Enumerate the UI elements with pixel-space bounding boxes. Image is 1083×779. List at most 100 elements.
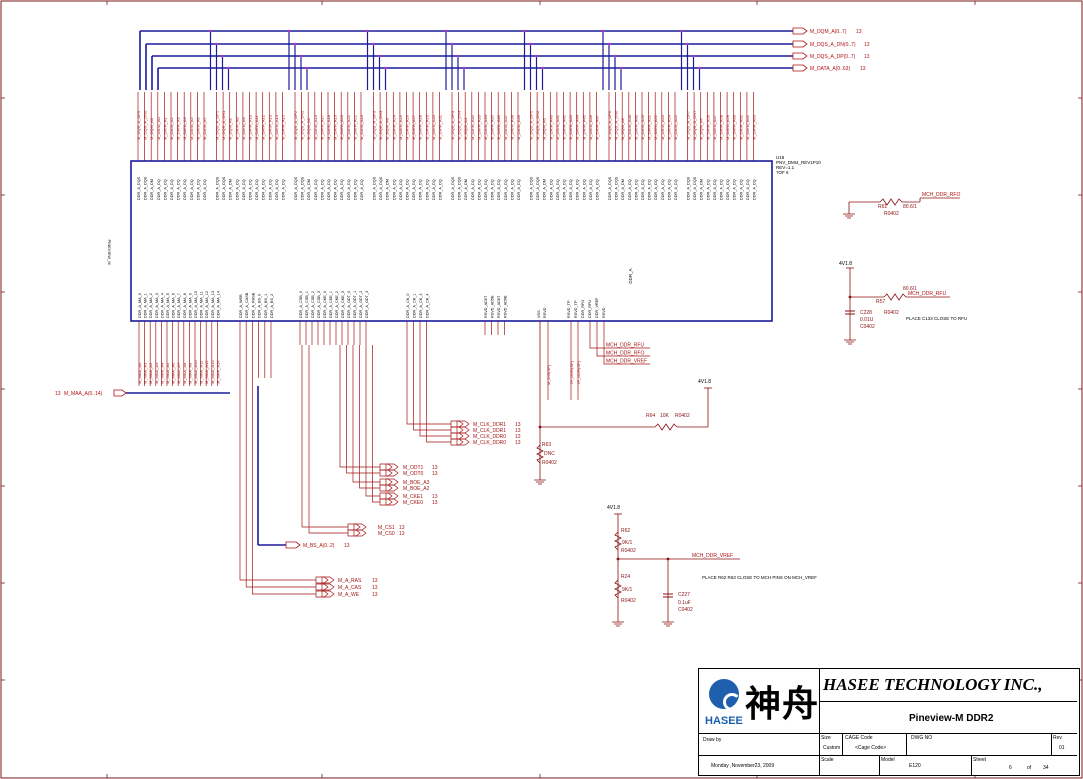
net-label: M_DATA_A6	[195, 116, 200, 140]
net-label: M_DATA_A50	[640, 114, 645, 140]
pin-name: DDR_A_DQ	[170, 179, 174, 200]
ground-symbol	[843, 213, 855, 219]
pin-name: DDR_A_CK_4	[426, 294, 430, 318]
r63-value: DNC	[544, 451, 555, 457]
pin-name: DDR_A_WEB	[239, 294, 243, 318]
bus-junction	[450, 42, 454, 46]
pin-name: DDR_A_DQ	[733, 179, 737, 200]
pin-name: DDR_RFO	[581, 300, 585, 318]
resistor-r61	[879, 198, 903, 206]
net-label: M_DQS_A_DN5	[535, 110, 540, 140]
bus-page: 13	[344, 543, 350, 549]
pin-name: DDR_A_DQS	[301, 176, 305, 200]
net-label: M_DATA_A32	[470, 114, 475, 140]
pin-name: DDR_A_DM	[386, 179, 390, 200]
model-label: Model	[881, 757, 895, 763]
pin-name: DDR_A_DQ	[412, 179, 416, 200]
bus-junction	[366, 29, 369, 33]
bus-page: 13	[864, 54, 870, 60]
pin-name: DDR_A_MA_9	[188, 293, 192, 318]
net-label: M_DQM_A5	[542, 117, 547, 140]
cs-wire	[308, 345, 348, 534]
net-label: M_DQM_A3	[385, 117, 390, 140]
pin-name: DDR_A_CKE_2	[335, 291, 339, 318]
document-title: Pineview-M DDR2	[909, 713, 994, 724]
pin-name: DDR_A_DQ	[406, 179, 410, 200]
sheet-of: of	[1027, 765, 1032, 771]
r64-r63-block: 4V1.8 R64 10K R0402 R63 DNC R0402	[534, 321, 712, 485]
pin-name: DDR_A_DQ	[320, 179, 324, 200]
top-bus-labels: M_DQM_A(0..7) 13 M_DQS_A_DN(0..7) 13 M_D…	[792, 27, 870, 72]
pin-name: DDR_A_DQ	[177, 179, 181, 200]
pin-name: DDR_A_DQ	[674, 179, 678, 200]
rfu-note: PLACE C133 CLOSE TO RFU	[906, 316, 967, 321]
wire-layer	[137, 92, 754, 595]
r61-net: MCH_DDR_RFO	[922, 192, 960, 198]
offpage-flag	[456, 426, 470, 434]
pin-name: DDR_A_CSB_3	[317, 291, 321, 318]
odt-wire	[365, 345, 380, 497]
net-label: M_DATA_A33	[476, 114, 481, 140]
date-value: Monday ,November23, 2009	[711, 763, 775, 769]
pin-name: DDR_A_DQS	[144, 176, 148, 200]
bus-junction	[215, 42, 218, 46]
bus-junction	[686, 42, 689, 46]
bus-junction	[305, 66, 309, 70]
net-label: M_MAA_A5	[165, 362, 170, 384]
net-label: M_DATA_A9	[241, 116, 246, 140]
bus-junction	[523, 29, 526, 33]
pin-name: DDR_A_CK_1	[413, 294, 417, 318]
bus-label: M_DQM_A(0..7)	[810, 29, 847, 35]
net-label: M_DATA_A12	[261, 114, 266, 140]
bus-junction	[209, 29, 212, 33]
pin-name: DDR_A_DQ	[268, 179, 272, 200]
net-label: M_CLK_DDR0	[473, 434, 506, 440]
clk-wire	[406, 321, 451, 425]
junction	[538, 425, 542, 429]
rfu-wire	[603, 321, 650, 365]
pin-name: DDR_A_DQS	[137, 176, 141, 200]
r63-pkg: R0402	[542, 460, 557, 466]
pin-name: DDR_A_DQS	[379, 176, 383, 200]
bus-label: M_DATA_A(0..63)	[810, 66, 850, 72]
pin-name: DDR_A_CKE_3	[341, 291, 345, 318]
net-label: M_DATA_A48	[627, 114, 632, 140]
junction	[848, 295, 852, 299]
net-page: 13	[432, 494, 438, 500]
size-value: Custom	[823, 745, 841, 751]
bus-junction	[613, 54, 617, 58]
rfu-wire	[596, 321, 650, 357]
pin-name: DDR_A_DQ	[491, 179, 495, 200]
pin-name: DDR_A_DQ	[425, 179, 429, 200]
pin-name: DDR_A_ODT_0	[347, 291, 351, 318]
net-label: M_DQS_A_DN0	[143, 110, 148, 140]
net-page: 13	[432, 500, 438, 506]
net-label: M_DATA_A53	[660, 114, 665, 140]
vref-block: 4V1.8 R62 9K/1 R0402 MCH_DDR_VREF R24 9K…	[607, 505, 817, 627]
pin-name: DDR_A_DQ	[275, 179, 279, 200]
net-label: M_MAA_A10	[193, 360, 198, 384]
pin-name: DDR_A_DM	[700, 179, 704, 200]
net-label: M_DATA_A54	[666, 114, 671, 140]
net-label: M_DATA_A25	[398, 114, 403, 140]
rev-label: Rev	[1053, 735, 1062, 741]
bus-page: 13	[856, 29, 862, 35]
r62-value: 9K/1	[622, 540, 633, 546]
bus-junction	[444, 29, 448, 33]
bus-label: M_BS_A(0..2)	[303, 543, 335, 549]
net-label: M_DATA_A15	[281, 114, 286, 140]
pin-name: DDR_A_DQ	[432, 179, 436, 200]
pin-name: DDR_A_DQS	[216, 176, 220, 200]
pin-name: DDR_A_MA_0	[138, 293, 142, 318]
offpage-flag	[385, 498, 399, 506]
bus-junction	[293, 42, 297, 46]
logo-english: HASEE	[705, 715, 743, 727]
bus-junction	[462, 66, 466, 70]
net-label: M_DATA_A28	[418, 114, 423, 140]
net-page: 13	[432, 471, 438, 477]
pin-name: DDR_A_DQ	[504, 179, 508, 200]
company-logo: 神舟 HASEE	[701, 671, 819, 733]
net-label: M_DQS_A_DP7	[686, 110, 691, 140]
net-label: M_DATA_A37	[503, 114, 508, 140]
r64-pkg: R0402	[675, 413, 690, 419]
